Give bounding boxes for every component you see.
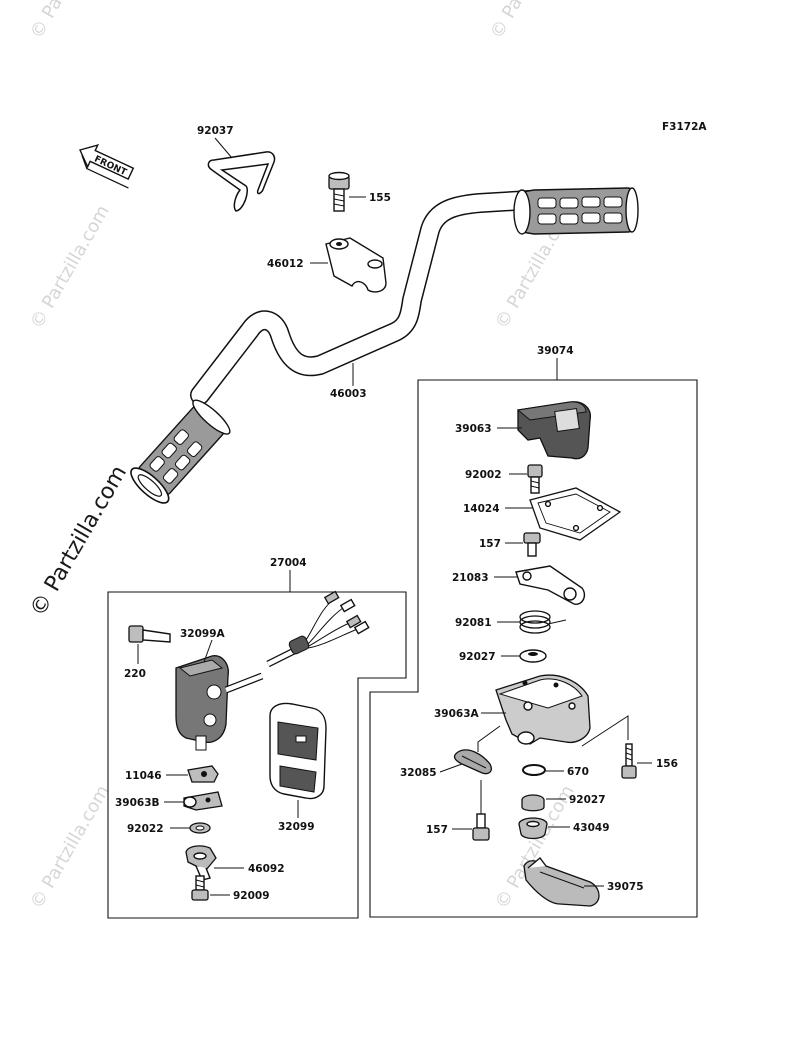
bolt-icon [523, 532, 541, 557]
label-39074: 39074 [537, 345, 574, 357]
front-arrow-icon: FRONT [79, 143, 135, 189]
thumb-lever-icon [523, 856, 600, 907]
label-39063: 39063 [455, 423, 492, 435]
screw-icon [191, 875, 209, 901]
label-46012: 46012 [267, 258, 304, 270]
wire-clip-icon [207, 151, 276, 212]
switch-box-icon [269, 702, 327, 800]
label-156: 156 [656, 758, 678, 770]
spring-icon [519, 610, 567, 634]
label-92081: 92081 [455, 617, 492, 629]
label-32099A: 32099A [180, 628, 226, 640]
washer-icon [189, 822, 211, 834]
label-92009: 92009 [233, 890, 270, 902]
assembly-box-39074 [369, 379, 698, 918]
label-92027-top: 92027 [459, 651, 496, 663]
label-43049: 43049 [573, 822, 610, 834]
screw-icon [527, 464, 543, 494]
bolt-icon [128, 625, 171, 643]
label-92037: 92037 [197, 125, 234, 137]
label-157-top: 157 [479, 538, 501, 550]
label-155: 155 [369, 192, 391, 204]
label-46092: 46092 [248, 863, 285, 875]
collar-icon [519, 649, 547, 663]
label-32099: 32099 [278, 821, 315, 833]
label-46003: 46003 [330, 388, 367, 400]
label-92002: 92002 [465, 469, 502, 481]
figure-code: F3172A [662, 121, 707, 133]
left-grip-icon [130, 399, 231, 504]
assembly-box-27004 [107, 591, 407, 919]
bolt-icon [472, 813, 490, 841]
label-39063A: 39063A [434, 708, 480, 720]
label-21083: 21083 [452, 572, 489, 584]
right-grip-icon [513, 187, 639, 235]
label-92027-bottom: 92027 [569, 794, 606, 806]
bolt-icon [328, 171, 350, 212]
bolt-icon [621, 743, 637, 779]
dust-cap-icon [518, 817, 548, 840]
bracket-icon [187, 765, 219, 783]
cable-guide-icon [453, 749, 492, 775]
collar-icon [521, 794, 545, 812]
label-39063B: 39063B [115, 797, 160, 809]
watermark-3: © Partzilla.com [26, 202, 114, 333]
label-92022: 92022 [127, 823, 164, 835]
watermark-2: © Partzilla.com [486, 0, 574, 43]
label-27004: 27004 [270, 557, 307, 569]
label-39075: 39075 [607, 881, 644, 893]
lever-cover-icon [183, 791, 223, 811]
switch-cover-icon [516, 401, 591, 460]
watermark-main: © Partzilla.com [26, 461, 133, 621]
o-ring-icon [522, 764, 546, 776]
throttle-housing-icon [495, 674, 591, 745]
label-670: 670 [567, 766, 589, 778]
label-157-bottom: 157 [426, 824, 448, 836]
label-32085: 32085 [400, 767, 437, 779]
label-220: 220 [124, 668, 146, 680]
watermark-5: © Partzilla.com [26, 782, 114, 913]
label-14024: 14024 [463, 503, 500, 515]
switch-housing-icon [175, 590, 370, 751]
choke-lever-icon [185, 845, 217, 881]
throttle-lever-icon [515, 565, 586, 605]
handlebar-holder-icon [325, 237, 387, 293]
handlebar-icon [190, 190, 540, 405]
gasket-icon [529, 487, 622, 541]
watermark-1: © Partzilla.com [26, 0, 114, 43]
label-11046: 11046 [125, 770, 162, 782]
